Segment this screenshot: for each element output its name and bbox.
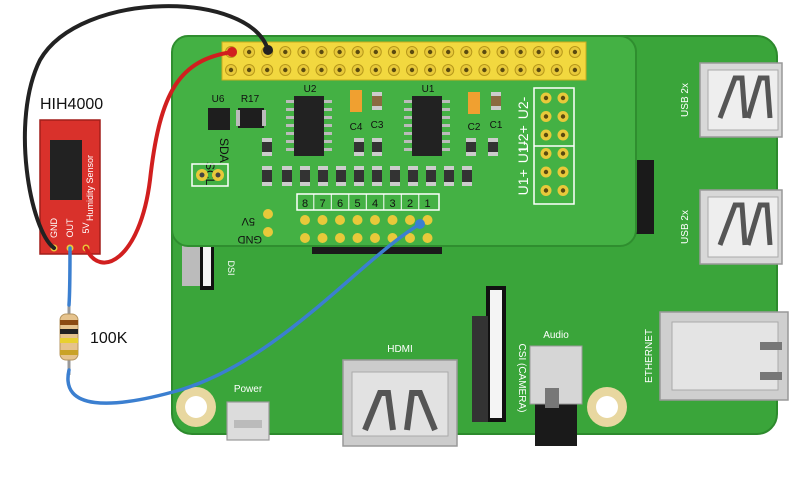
csi-camera-connector: CSI (CAMERA) (472, 286, 527, 422)
sda-label: SDA (217, 138, 231, 163)
channel-number-3: 3 (389, 198, 395, 210)
usb-port-bottom: USB 2x (680, 189, 783, 265)
5v-pad (263, 209, 273, 219)
channel-number-2: 2 (407, 198, 413, 210)
chip-u6-label: U6 (212, 94, 225, 105)
scl-label: SCL (203, 162, 217, 186)
ethernet-label: ETHERNET (644, 329, 655, 383)
sensor-pin-5v: 5V (81, 222, 91, 233)
capacitor-c4: C4 (350, 90, 363, 133)
gnd-pad (263, 227, 273, 237)
chip-u6: U6 (208, 94, 230, 130)
wire-red-5v (84, 50, 234, 265)
u1-plus-label: U1+ (515, 169, 531, 195)
c1-label: C1 (490, 120, 503, 131)
sensor-pin-out: OUT (65, 218, 75, 238)
power-port: Power (226, 384, 270, 441)
hdmi-label: HDMI (387, 344, 413, 355)
power-label: Power (234, 384, 263, 395)
chip-u1-label: U1 (422, 84, 435, 95)
channel-number-8: 8 (302, 198, 308, 210)
audio-label: Audio (543, 330, 569, 341)
gpio-pin-grid (225, 46, 581, 76)
wire-blue-signal (66, 222, 422, 405)
chip-u2-label: U2 (304, 84, 317, 95)
hdmi-port: HDMI (342, 344, 458, 447)
sensor-title: HIH4000 (40, 96, 103, 113)
chip-u2: U2 (286, 84, 332, 156)
resistor-r17: R17 (236, 94, 266, 128)
channel-number-4: 4 (372, 198, 378, 210)
capacitor-c3: C3 (371, 92, 384, 131)
ethernet-port: ETHERNET (644, 311, 789, 401)
sensor-pin-gnd: GND (49, 218, 59, 239)
capacitor-c2: C2 (468, 92, 481, 133)
mount-hole-bottom-right (587, 387, 627, 427)
capacitor-c1: C1 (490, 92, 503, 131)
c3-label: C3 (371, 120, 384, 131)
usb-top-label: USB 2x (680, 83, 691, 117)
chip-u1: U1 (404, 84, 450, 156)
channel-number-6: 6 (337, 198, 343, 210)
resistor-label: 100K (90, 330, 128, 347)
c4-label: C4 (350, 122, 363, 133)
resistor-100k: 100K (59, 300, 128, 375)
gnd-label: GND (238, 233, 263, 245)
u1-minus-plus-label: U1+U1- (515, 140, 531, 195)
i2c-terminal: SCL SDA (191, 138, 231, 187)
wire-blue-end (415, 219, 425, 229)
usb-port-top: USB 2x (680, 62, 783, 138)
wire-red-end (227, 47, 237, 57)
c2-label: C2 (468, 122, 481, 133)
csi-label: CSI (CAMERA) (516, 344, 527, 413)
dsi-label: DSI (226, 260, 236, 275)
hat-board: U6 R17 U2 U1 C4 C3 (171, 35, 637, 247)
r17-label: R17 (241, 94, 260, 105)
u2-minus-plus-label: U2+U2- (515, 96, 531, 151)
smd-resistor-array (262, 138, 498, 186)
u1-minus-label: U1- (515, 140, 531, 163)
hih4000-sensor: HIH4000 Humidity Sensor GND OUT 5V (39, 96, 103, 255)
5v-label: 5V (241, 215, 255, 227)
channel-number-7: 7 (319, 198, 325, 210)
gpio-header (221, 41, 587, 81)
u2-plus-label: U2+ (515, 125, 531, 151)
sensor-input-terminal: U2+U2- U1+U1- (515, 87, 575, 205)
wire-blue-out-to-resistor (67, 246, 72, 307)
channel-number-5: 5 (354, 198, 360, 210)
wire-black-end (263, 45, 273, 55)
usb-bottom-label: USB 2x (680, 210, 691, 244)
sensor-board-text: Humidity Sensor (85, 155, 95, 221)
dsi-display-connector: DSI (182, 240, 236, 290)
mount-hole-bottom-left (176, 387, 216, 427)
audio-jack: Audio (529, 330, 583, 446)
wire-black-gnd (22, 4, 270, 250)
channel-number-1: 1 (424, 198, 430, 210)
u2-minus-label: U2- (515, 96, 531, 119)
